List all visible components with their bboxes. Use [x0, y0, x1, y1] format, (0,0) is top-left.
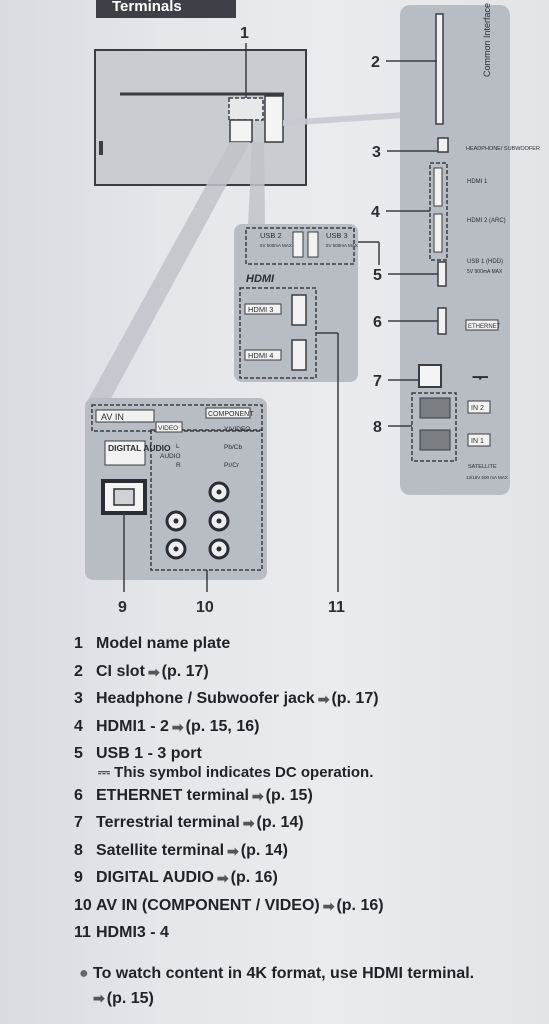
diagram-label: 3	[372, 144, 381, 161]
diagram-label: 4	[371, 204, 380, 221]
arrow-icon: ➡	[242, 815, 255, 831]
diagram-label: 1	[240, 25, 249, 42]
diagram-label: HDMI 1	[467, 179, 488, 185]
diagram-label: 7	[373, 373, 382, 390]
header-title: Terminals	[112, 0, 182, 15]
arrow-icon: ➡	[227, 842, 239, 859]
diagram-label: HDMI 4	[248, 351, 273, 360]
diagram-label: 13/18V 500 mA MAX	[466, 475, 508, 480]
diagram-label: HDMI	[246, 273, 275, 285]
bullet-icon: ●	[79, 965, 89, 982]
diagram-label: DIGITAL AUDIO	[108, 443, 171, 453]
diagram-label: L	[176, 443, 180, 450]
diagram-label: IN 1	[471, 438, 484, 445]
usage-note: ●To watch content in 4K format, use HDMI…	[79, 962, 519, 1011]
diagram-label: 8	[373, 419, 382, 436]
diagram-label: COMPONENT	[208, 411, 254, 418]
diagram-label: Pr/Cr	[224, 462, 240, 469]
diagram-label: ᅮ	[472, 368, 489, 388]
arrow-icon: ➡	[171, 718, 184, 735]
arrow-icon: ➡	[216, 870, 229, 886]
diagram-label: HDMI 2 (ARC)	[467, 218, 506, 224]
diagram-label: AUDIO	[160, 453, 181, 460]
header-tab	[96, 0, 236, 18]
diagram-label: USB 3	[326, 231, 348, 240]
arrow-icon: ➡	[147, 663, 160, 680]
diagram-label: 6	[373, 314, 382, 331]
diagram-label: ETHERNET	[468, 324, 501, 330]
diagram-label: 10	[196, 599, 214, 616]
diagram-label: USB 1 (HDD)	[467, 259, 503, 265]
diagram-label: 5V 500mA MAX	[326, 243, 358, 248]
diagram-label: Y/VIDEO	[224, 426, 250, 433]
model-plate	[228, 97, 264, 121]
diagram-label: IN 2	[471, 405, 484, 412]
diagram-label: 5V 500mA MAX	[260, 243, 292, 248]
side-terminal-panel	[400, 5, 510, 495]
arrow-icon: ➡	[251, 787, 264, 804]
terminals-diagram: Terminals 1 Common Interface HEADPHONE/ …	[85, 0, 540, 616]
diagram-label: VIDEO	[158, 425, 178, 432]
diagram-label: R	[176, 462, 181, 469]
diagram-label: HEADPHONE/ SUBWOOFER	[466, 146, 540, 152]
diagram-label: 11	[328, 599, 345, 616]
diagram-label: AV IN	[101, 412, 124, 422]
arrow-icon: ➡	[317, 691, 330, 707]
diagram-label: SATELLITE	[468, 464, 497, 470]
arrow-icon: ➡	[93, 990, 105, 1006]
diagram-label: Pb/Cb	[224, 444, 242, 451]
diagram-label: 5	[373, 267, 382, 284]
diagram-label: Common Interface	[482, 3, 492, 77]
diagram-label: 5V 900mA MAX	[467, 269, 503, 275]
diagram-label: 9	[118, 599, 127, 616]
arrow-icon: ➡	[322, 897, 335, 914]
diagram-label: HDMI 3	[248, 305, 273, 314]
diagram-label: 2	[371, 54, 380, 71]
dc-note: ⎓ This symbol indicates DC operation.	[98, 763, 374, 781]
diagram-label: USB 2	[260, 231, 282, 240]
